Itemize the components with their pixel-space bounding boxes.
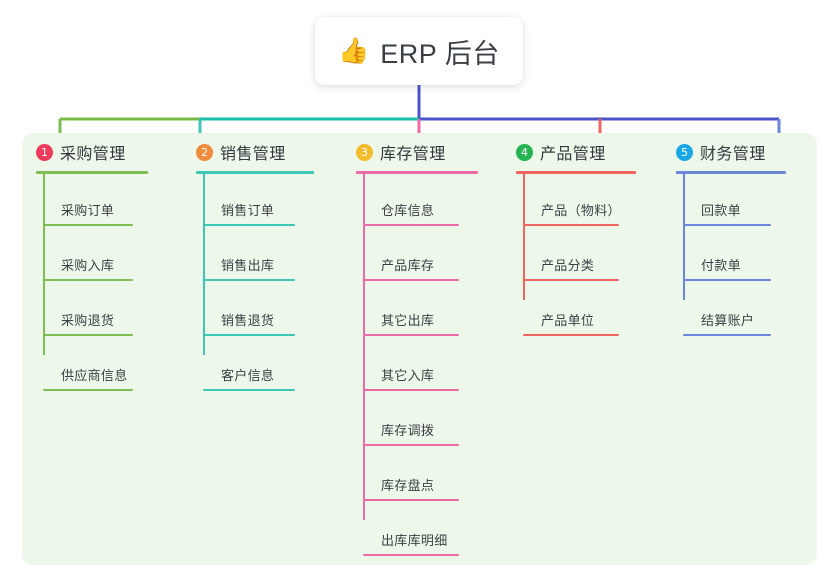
branch-item-underline [203,334,295,336]
branch-item-label: 销售退货 [221,313,275,328]
branch-title-1: 采购管理 [60,146,126,163]
branch-title-3: 库存管理 [380,146,446,163]
branch-item[interactable]: 销售订单 [203,180,295,226]
branch-item-underline [523,334,619,336]
branch-item[interactable]: 采购订单 [43,180,133,226]
branch-item[interactable]: 销售出库 [203,235,295,281]
branch-item[interactable]: 库存调拨 [363,400,459,446]
root-node[interactable]: 👍 ERP 后台 [315,17,523,85]
branch-item[interactable]: 供应商信息 [43,345,133,391]
branch-item-label: 库存调拨 [381,423,435,438]
branch-underline-5 [676,171,786,174]
branch-item-underline [363,224,459,226]
branch-item-underline [683,334,771,336]
branch-item-underline [363,499,459,501]
branch-item-label: 付款单 [701,258,741,273]
branch-item-label: 供应商信息 [61,368,128,383]
branch-badge-5: 5 [676,143,693,161]
branch-item-label: 其它出库 [381,313,435,328]
branch-header-1[interactable]: 1 采购管理 [36,140,126,164]
branch-header-2[interactable]: 2 销售管理 [196,140,286,164]
branch-title-5: 财务管理 [700,146,766,163]
branch-badge-1: 1 [36,143,53,161]
branch-item[interactable]: 库存盘点 [363,455,459,501]
branch-item-label: 其它入库 [381,368,435,383]
branch-title-2: 销售管理 [220,146,286,163]
branch-item[interactable]: 产品单位 [523,290,619,336]
branch-item[interactable]: 客户信息 [203,345,295,391]
branch-item-label: 客户信息 [221,368,275,383]
branch-item[interactable]: 销售退货 [203,290,295,336]
branch-item-label: 库存盘点 [381,478,435,493]
branch-item[interactable]: 其它出库 [363,290,459,336]
branch-item-underline [363,389,459,391]
branch-item-underline [203,389,295,391]
branch-header-3[interactable]: 3 库存管理 [356,140,446,164]
branch-underline-3 [356,171,478,174]
branch-item-underline [43,224,133,226]
branch-item-underline [363,444,459,446]
branch-item-underline [43,279,133,281]
branch-item-label: 产品库存 [381,258,435,273]
branch-badge-4: 4 [516,143,533,161]
branch-item-underline [523,279,619,281]
branch-item[interactable]: 出库库明细 [363,510,459,556]
branch-underline-2 [196,171,314,174]
branch-spine-4 [523,171,525,300]
branch-item-underline [203,279,295,281]
branch-item-underline [523,224,619,226]
branch-header-5[interactable]: 5 财务管理 [676,140,766,164]
branch-item-underline [683,224,771,226]
branch-item[interactable]: 采购入库 [43,235,133,281]
branch-header-4[interactable]: 4 产品管理 [516,140,606,164]
thumbs-up-icon: 👍 [338,36,370,65]
branch-item-underline [203,224,295,226]
branch-item[interactable]: 产品库存 [363,235,459,281]
branch-item-label: 出库库明细 [381,533,448,548]
branch-item-label: 回款单 [701,203,741,218]
branch-item-label: 采购订单 [61,203,115,218]
branch-item-underline [43,334,133,336]
branch-item-label: 销售出库 [221,258,275,273]
branch-underline-4 [516,171,636,174]
branch-item-label: 产品（物料） [541,203,621,218]
branch-badge-3: 3 [356,143,373,161]
branch-item[interactable]: 结算账户 [683,290,771,336]
branch-item-underline [683,279,771,281]
branch-item-label: 采购入库 [61,258,115,273]
branch-item[interactable]: 采购退货 [43,290,133,336]
branch-item[interactable]: 其它入库 [363,345,459,391]
branch-item-label: 结算账户 [701,313,755,328]
branch-underline-1 [36,171,148,174]
branch-item-underline [363,279,459,281]
branch-spine-5 [683,171,685,300]
branch-badge-2: 2 [196,143,213,161]
branch-item-underline [43,389,133,391]
branch-item[interactable]: 付款单 [683,235,771,281]
branch-item-label: 仓库信息 [381,203,435,218]
branch-item-underline [363,554,459,556]
branch-item[interactable]: 产品（物料） [523,180,621,226]
branch-item[interactable]: 产品分类 [523,235,619,281]
branch-item-label: 采购退货 [61,313,115,328]
branch-item-label: 销售订单 [221,203,275,218]
branch-item-underline [363,334,459,336]
branch-title-4: 产品管理 [540,146,606,163]
branch-item[interactable]: 回款单 [683,180,771,226]
branch-item[interactable]: 仓库信息 [363,180,459,226]
branches-panel: 1 采购管理采购订单采购入库采购退货供应商信息 2 销售管理销售订单销售出库销售退货客… [22,133,817,565]
branch-spine-2 [203,171,205,355]
branch-spine-3 [363,171,365,520]
root-title: ERP 后台 [380,38,500,69]
branch-item-label: 产品单位 [541,313,595,328]
branch-item-label: 产品分类 [541,258,595,273]
branch-spine-1 [43,171,45,355]
